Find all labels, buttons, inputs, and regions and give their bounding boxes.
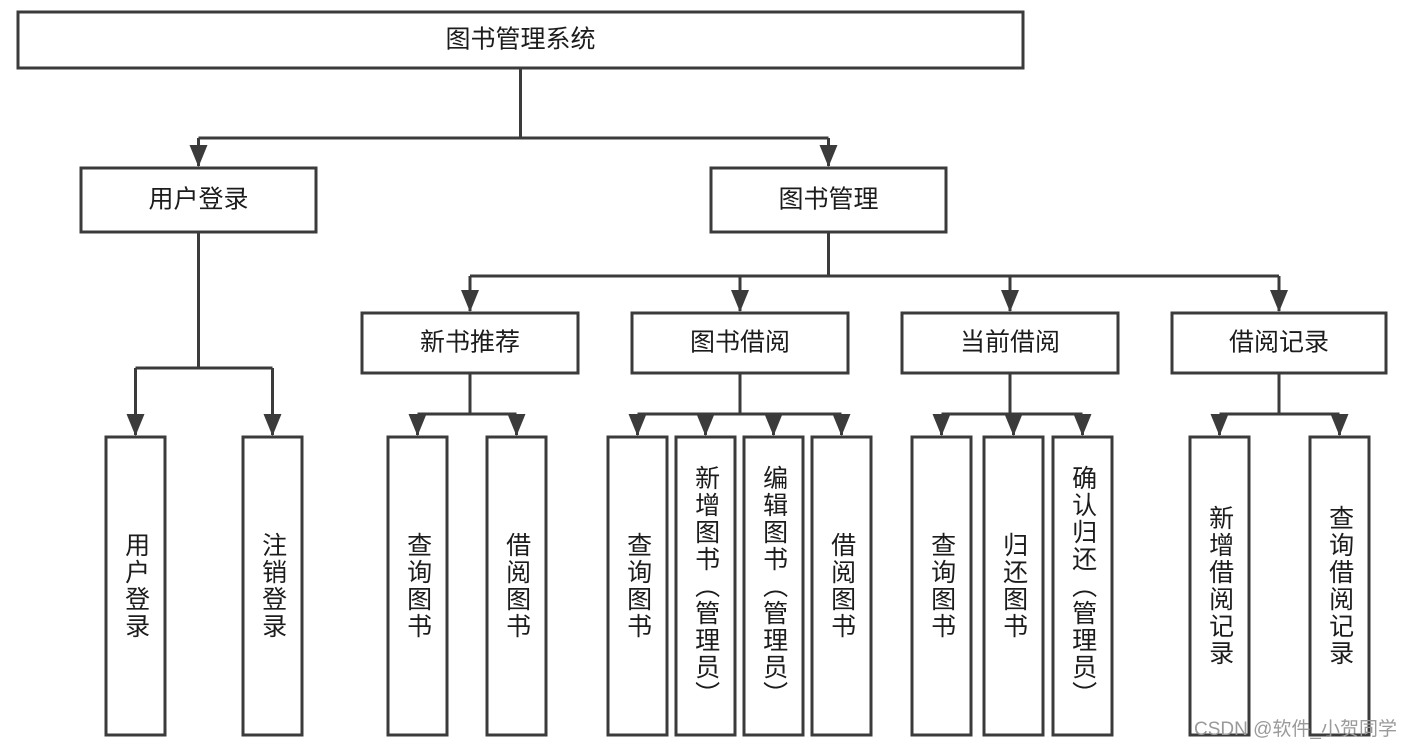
node-root-title bbox=[16, 10, 1025, 70]
node-user-login-label: 用户登录 bbox=[148, 186, 248, 214]
node-leaf-borrow-book-2 bbox=[810, 435, 873, 737]
arrow-head-icon-leaf-borrow-book-2 bbox=[832, 414, 851, 436]
node-current-borrow-label: 当前借阅 bbox=[960, 329, 1060, 357]
node-new-book-recommend-label: 新书推荐 bbox=[420, 329, 520, 357]
arrow-head-icon-leaf-confirm-return bbox=[1073, 414, 1092, 436]
node-leaf-borrow-book-1 bbox=[485, 435, 548, 737]
node-book-management-label: 图书管理 bbox=[778, 186, 878, 214]
node-book-borrow-label: 图书借阅 bbox=[690, 329, 790, 357]
arrow-head-icon-leaf-query-record bbox=[1330, 414, 1349, 436]
arrow-head-icon-leaf-add-book bbox=[696, 414, 715, 436]
node-boxes bbox=[16, 10, 1388, 737]
node-leaf-add-record bbox=[1188, 435, 1251, 737]
arrow-head-icon-book-management bbox=[819, 145, 838, 167]
arrow-head-icon-current-borrow bbox=[1001, 290, 1019, 312]
node-leaf-query-record bbox=[1308, 435, 1371, 737]
arrow-head-icon-leaf-return-book bbox=[1004, 414, 1023, 436]
node-leaf-query-book-1 bbox=[386, 435, 449, 737]
arrow-head-icon-book-borrow bbox=[731, 290, 749, 312]
arrow-head-icon-borrow-record bbox=[1270, 290, 1288, 312]
node-root-label: 图书管理系统 bbox=[445, 26, 595, 54]
node-leaf-user-login bbox=[104, 435, 167, 737]
node-borrow-record bbox=[1170, 311, 1388, 375]
node-leaf-logout bbox=[241, 435, 304, 737]
node-current-borrow bbox=[900, 311, 1120, 375]
node-leaf-query-book-3 bbox=[910, 435, 973, 737]
node-leaf-return-book bbox=[982, 435, 1045, 737]
arrow-head-icon-leaf-query-book-1 bbox=[408, 414, 427, 436]
node-book-management bbox=[709, 166, 948, 234]
node-user-login bbox=[79, 166, 318, 234]
node-leaf-edit-book bbox=[742, 435, 805, 737]
arrow-head-icon-leaf-query-book-2 bbox=[628, 414, 647, 436]
arrow-head-icon-user-login bbox=[189, 145, 208, 167]
arrow-head-icon-new-book-recommend bbox=[461, 290, 479, 312]
node-borrow-record-label: 借阅记录 bbox=[1229, 329, 1329, 357]
arrow-head-icon-leaf-logout bbox=[263, 414, 282, 436]
arrow-head-icon-leaf-borrow-book-1 bbox=[507, 414, 526, 436]
connector-lines bbox=[126, 68, 1349, 436]
node-leaf-query-book-2 bbox=[606, 435, 669, 737]
arrow-head-icon-leaf-user-login bbox=[126, 414, 145, 436]
arrow-head-icon-leaf-add-record bbox=[1210, 414, 1229, 436]
arrow-head-icon-leaf-edit-book bbox=[764, 414, 783, 436]
node-new-book-recommend bbox=[360, 311, 580, 375]
node-leaf-confirm-return bbox=[1051, 435, 1114, 737]
node-leaf-add-book bbox=[674, 435, 737, 737]
node-book-borrow bbox=[630, 311, 850, 375]
arrow-head-icon-leaf-query-book-3 bbox=[932, 414, 951, 436]
